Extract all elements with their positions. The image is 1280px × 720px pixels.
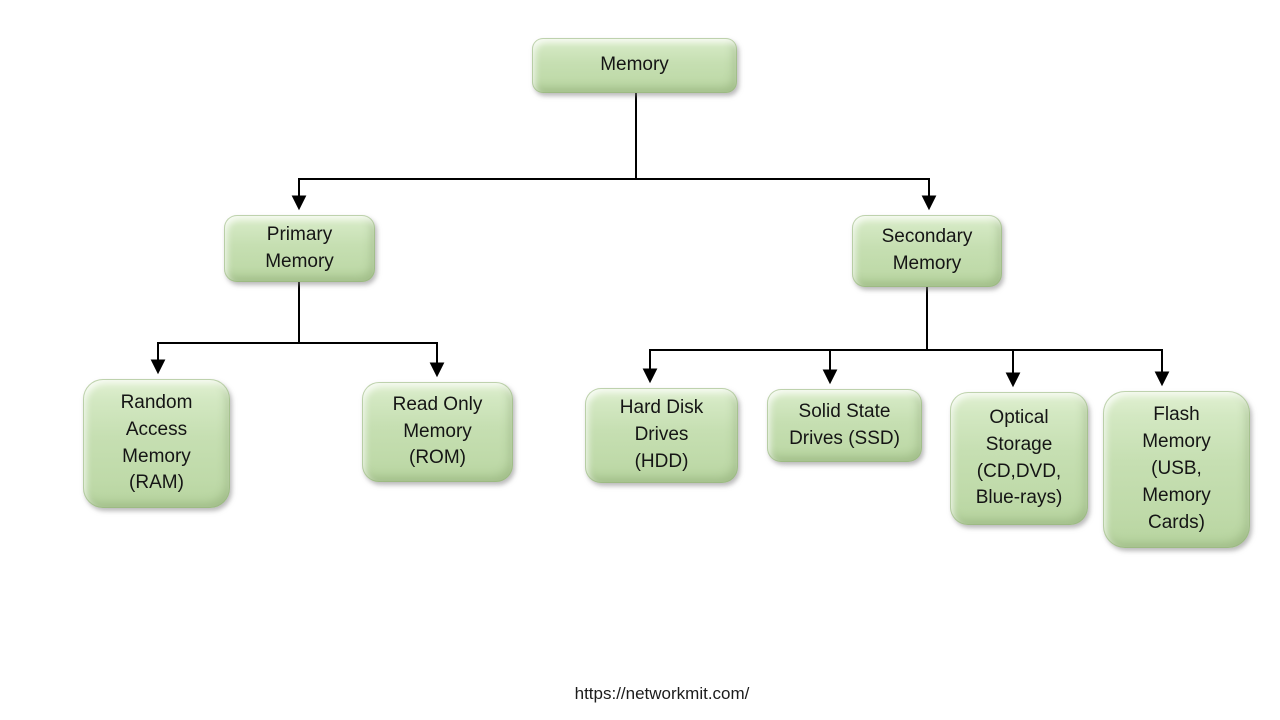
node-random-access-memory: Random Access Memory (RAM): [83, 379, 230, 508]
node-optical-storage: Optical Storage (CD,DVD, Blue-rays): [950, 392, 1088, 525]
node-flash-memory: Flash Memory (USB, Memory Cards): [1103, 391, 1250, 548]
node-memory: Memory: [532, 38, 737, 93]
node-hard-disk-drives: Hard Disk Drives (HDD): [585, 388, 738, 483]
node-primary-memory: Primary Memory: [224, 215, 375, 282]
footer-url: https://networkmit.com/: [574, 684, 750, 703]
node-read-only-memory: Read Only Memory (ROM): [362, 382, 513, 482]
node-solid-state-drives: Solid State Drives (SSD): [767, 389, 922, 462]
node-secondary-memory: Secondary Memory: [852, 215, 1002, 287]
